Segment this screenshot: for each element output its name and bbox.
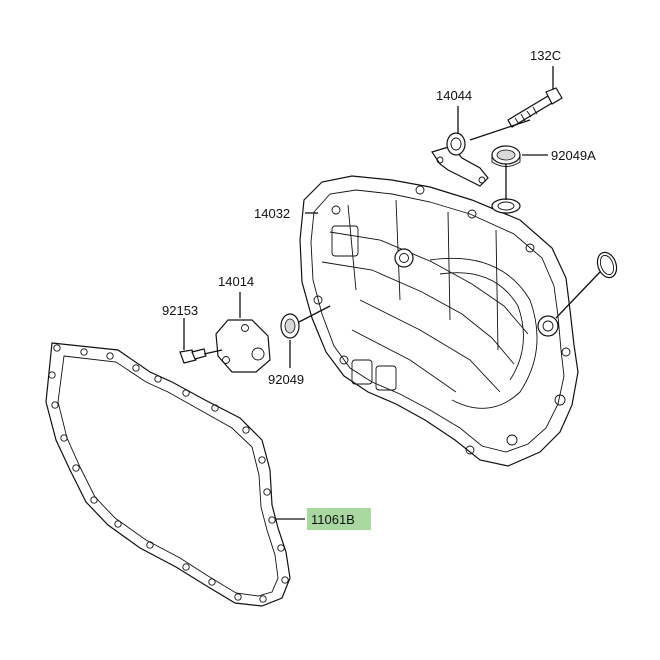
seal-92049a	[491, 145, 521, 167]
callout-92153: 92153	[162, 303, 198, 318]
cover-plate-14014	[215, 319, 271, 373]
clutch-cover-14032	[299, 175, 579, 467]
bracket-14044	[431, 132, 489, 187]
callout-11061b-highlight	[307, 508, 371, 530]
leader-lines	[183, 66, 601, 520]
callout-14032: 14032	[254, 206, 290, 221]
o-ring	[596, 251, 618, 279]
callout-92049a: 92049A	[551, 148, 596, 163]
callout-92049: 92049	[268, 372, 304, 387]
bolt-92153	[179, 348, 207, 364]
seal-92049	[280, 313, 300, 339]
callout-14014: 14014	[218, 274, 254, 289]
gasket-11061b	[45, 342, 291, 607]
bolt-132c	[507, 87, 563, 128]
callout-11061b: 11061B	[311, 512, 355, 527]
callout-132c: 132C	[530, 48, 561, 63]
callout-14044: 14044	[436, 88, 472, 103]
callout-labels: 132C 14044 92049A 14032 14014 92153 9204…	[162, 48, 596, 530]
